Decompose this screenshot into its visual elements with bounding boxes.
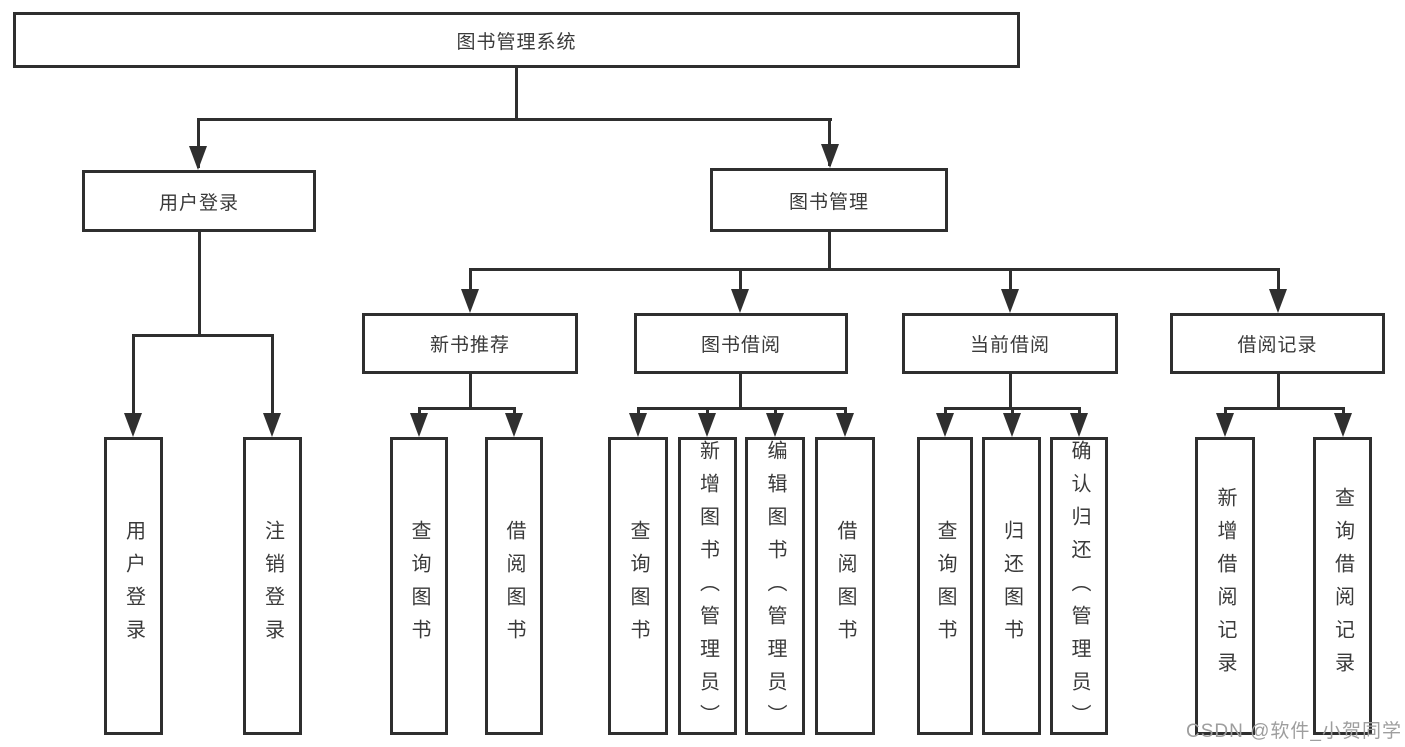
node-book-borrow: 图书借阅	[634, 313, 848, 374]
connector-line	[828, 232, 831, 268]
connector-arrowhead	[1001, 289, 1019, 313]
connector-arrowhead	[189, 146, 207, 170]
leaf-user-login: 用户登录	[104, 437, 163, 735]
node-root: 图书管理系统	[13, 12, 1020, 68]
connector-arrowhead	[1334, 413, 1352, 437]
connector-line	[469, 268, 472, 306]
leaf-nbr-query-books: 查询图书	[390, 437, 448, 735]
leaf-br-add-record: 新增借阅记录	[1195, 437, 1255, 735]
connector-arrowhead	[505, 413, 523, 437]
leaf-cb-return-books: 归还图书	[982, 437, 1041, 735]
connector-arrowhead	[124, 413, 142, 437]
node-user-login: 用户登录	[82, 170, 316, 232]
connector-arrowhead	[936, 413, 954, 437]
connector-arrowhead	[836, 413, 854, 437]
connector-line	[132, 334, 274, 337]
leaf-bb-query-books: 查询图书	[608, 437, 668, 735]
node-current-borrow: 当前借阅	[902, 313, 1118, 374]
node-new-book-rec: 新书推荐	[362, 313, 578, 374]
connector-line	[418, 407, 516, 410]
connector-line	[132, 334, 135, 430]
leaf-bb-add-books: 新增图书（管理员）	[678, 437, 737, 737]
connector-line	[637, 407, 846, 410]
connector-line	[469, 374, 472, 407]
leaf-br-query-record: 查询借阅记录	[1313, 437, 1372, 735]
connector-arrowhead	[629, 413, 647, 437]
connector-arrowhead	[1216, 413, 1234, 437]
leaf-cb-query-books: 查询图书	[917, 437, 973, 735]
connector-arrowhead	[698, 413, 716, 437]
connector-line	[1224, 407, 1344, 410]
node-book-mgmt: 图书管理	[710, 168, 948, 232]
connector-line	[828, 118, 831, 166]
leaf-cb-confirm-return: 确认归还（管理员）	[1050, 437, 1108, 737]
leaf-logout: 注销登录	[243, 437, 302, 735]
connector-arrowhead	[461, 289, 479, 313]
connector-line	[1277, 374, 1280, 407]
connector-arrowhead	[263, 413, 281, 437]
leaf-bb-edit-books: 编辑图书（管理员）	[745, 437, 805, 737]
connector-line	[739, 268, 742, 306]
leaf-bb-borrow-books: 借阅图书	[815, 437, 875, 735]
connector-arrowhead	[821, 144, 839, 168]
connector-line	[1277, 268, 1280, 306]
connector-line	[271, 334, 274, 430]
connector-line	[469, 268, 1280, 271]
connector-line	[739, 374, 742, 407]
connector-arrowhead	[731, 289, 749, 313]
connector-arrowhead	[410, 413, 428, 437]
leaf-nbr-borrow-books: 借阅图书	[485, 437, 543, 735]
connector-line	[198, 232, 201, 334]
connector-line	[1009, 268, 1012, 306]
connector-line	[197, 118, 200, 168]
watermark: CSDN @软件_小贺同学	[1186, 721, 1402, 742]
connector-arrowhead	[766, 413, 784, 437]
connector-arrowhead	[1070, 413, 1088, 437]
connector-line	[1009, 374, 1012, 407]
connector-arrowhead	[1003, 413, 1021, 437]
connector-line	[197, 118, 832, 121]
connector-line	[515, 68, 518, 118]
connector-arrowhead	[1269, 289, 1287, 313]
node-borrow-records: 借阅记录	[1170, 313, 1385, 374]
